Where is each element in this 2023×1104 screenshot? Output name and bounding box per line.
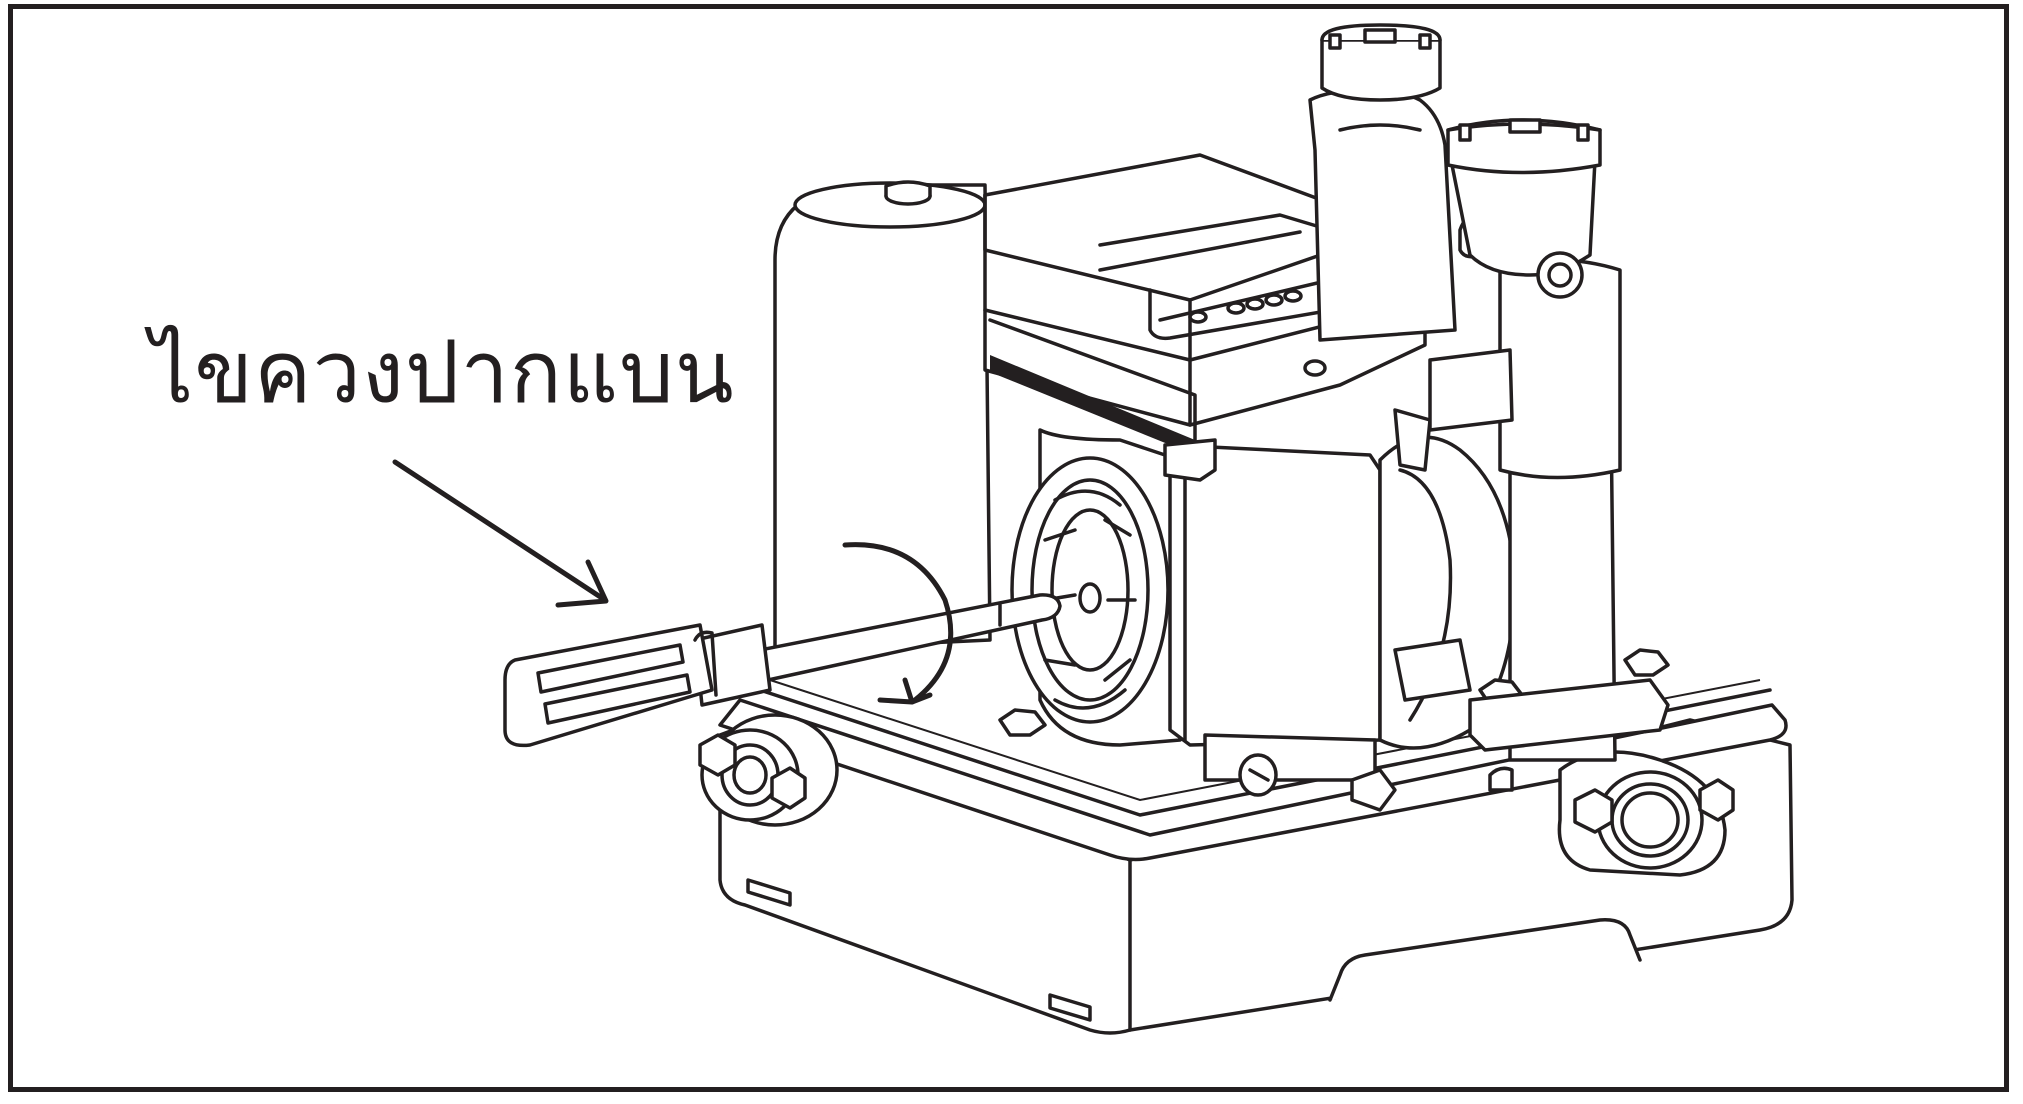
pump-housing bbox=[1378, 408, 1517, 750]
base-bolts bbox=[998, 648, 1670, 812]
left-inlet-flange bbox=[698, 713, 839, 827]
pointer-arrow bbox=[392, 459, 609, 608]
flathead-screwdriver bbox=[503, 593, 1062, 748]
right-outlet-flange bbox=[1557, 750, 1735, 877]
motor bbox=[1010, 428, 1182, 747]
heat-sink-fins bbox=[988, 318, 1197, 457]
rotation-arrow bbox=[842, 542, 954, 705]
screwdriver-label: ไขควงปากแบน bbox=[150, 323, 735, 423]
check-valve-column bbox=[1428, 118, 1622, 762]
pump-base bbox=[718, 679, 1794, 1035]
capacitor-box bbox=[1163, 438, 1382, 797]
pressure-tank bbox=[773, 180, 992, 652]
pressure-switch-column bbox=[1308, 23, 1457, 342]
